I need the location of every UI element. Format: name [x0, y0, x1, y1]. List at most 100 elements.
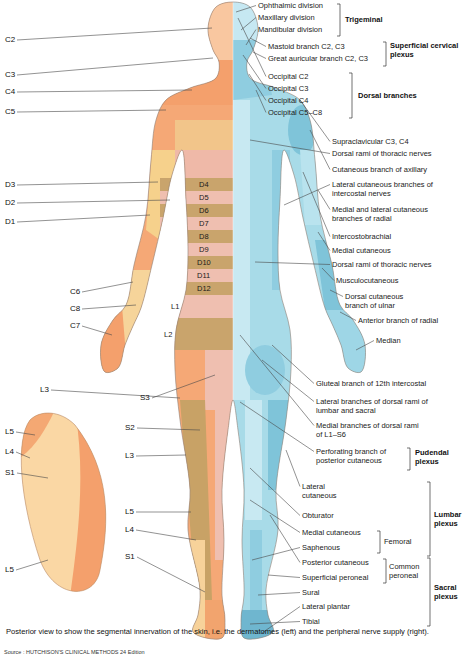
leader-line: [17, 110, 166, 112]
nerve-label: Occipital C2: [268, 72, 308, 81]
leader-line: [270, 515, 300, 563]
dermatome-zone: [160, 318, 233, 350]
dermatome-band-label: D5: [199, 193, 209, 202]
leader-line: [340, 312, 356, 321]
nerve-label: Posterior cutaneous: [302, 558, 369, 567]
dermatome-zone: [95, 306, 128, 380]
dermatome-band-label: D8: [199, 232, 209, 241]
leader-line: [310, 130, 330, 170]
leader-line: [240, 402, 314, 452]
dermatome-zone: [160, 217, 233, 230]
group-bracket: [383, 42, 386, 66]
dermatome-zone: [160, 243, 233, 256]
leader-line: [17, 28, 212, 40]
figure-caption: Posterior view to show the segmental inn…: [6, 627, 470, 636]
dermatome-zone: [160, 269, 233, 282]
leader-line: [17, 182, 158, 185]
segment-label: C4: [5, 87, 15, 96]
leader-line: [250, 38, 266, 47]
foot-medial-zone: [10, 410, 55, 465]
dermatome-zone: [160, 204, 233, 217]
segment-label: S1: [5, 468, 15, 477]
segment-label: C3: [5, 70, 15, 79]
segment-label: S1: [125, 552, 135, 561]
plexus-label: Trigeminal: [345, 15, 383, 24]
leader-line: [252, 548, 300, 561]
dermatome-zone: [160, 256, 233, 269]
nerve-zone: [245, 345, 285, 395]
nerve-label: Medial branches of dorsal rami of L1–S6: [316, 421, 426, 439]
leader-line: [250, 468, 300, 516]
nerve-label: Dorsal cutaneous branch of ulnar: [345, 292, 425, 310]
nerve-label: Medial and lateral cutaneous branches of…: [332, 205, 457, 223]
dermatome-band-label: D6: [199, 206, 209, 215]
leader-line: [256, 90, 266, 113]
segment-label: S3: [140, 393, 150, 402]
segment-label: C7: [70, 321, 80, 330]
segment-label: C5: [5, 107, 15, 116]
leader-line: [136, 455, 186, 456]
segment-label: L5: [5, 565, 14, 574]
nerve-label: Dorsal rami of thoracic nerves: [332, 149, 432, 158]
leader-line: [137, 428, 200, 430]
group-bracket: [407, 448, 410, 470]
segment-label: C6: [70, 287, 80, 296]
leader-line: [152, 375, 215, 398]
dermatome-band-label: L1: [171, 302, 179, 311]
plexus-label: Sacral plexus: [434, 583, 472, 601]
leader-line: [17, 200, 170, 203]
dermatome-zone: [0, 60, 233, 105]
nerve-zone: [268, 400, 300, 490]
leader-line: [318, 190, 330, 210]
leader-line: [272, 345, 314, 384]
nerve-label: Lateral cutaneous branches of intercosta…: [332, 180, 457, 198]
leader-line: [303, 172, 330, 237]
nerve-label: Sural: [302, 588, 320, 597]
leader-line: [136, 512, 191, 513]
segment-label: D1: [5, 217, 15, 226]
leader-group: [16, 6, 374, 634]
nerve-label: Tibial: [302, 617, 320, 626]
nerve-label: Great auricular branch C2, C3: [268, 54, 368, 63]
leader-line: [268, 575, 300, 578]
nerve-zone: [233, 100, 250, 400]
segment-label: S2: [125, 423, 135, 432]
nerve-label: Median: [376, 336, 401, 345]
dermatome-half: [0, 0, 233, 659]
dermatome-zone: [205, 600, 233, 645]
dermatome-band-label: D7: [199, 219, 209, 228]
group-bracket: [427, 482, 430, 556]
segment-label: C2: [5, 35, 15, 44]
dermatome-zone: [160, 230, 233, 243]
nerve-label: Occipital C4: [268, 96, 308, 105]
leader-line: [300, 100, 330, 142]
nerve-label: Lateral plantar: [302, 602, 350, 611]
dermatome-band-label: D9: [199, 245, 209, 254]
leader-line: [17, 58, 213, 75]
leader-line: [318, 232, 330, 251]
leader-line: [51, 390, 180, 398]
leader-line: [82, 282, 133, 292]
nerve-label: Cutaneous branch of axillary: [332, 165, 427, 174]
segment-label: D3: [5, 180, 15, 189]
nerve-label: Ophthalmic division: [258, 1, 323, 10]
nerve-label: Musculocutaneous: [336, 276, 399, 285]
dermatome-zone: [175, 150, 233, 178]
leader-line: [258, 593, 300, 596]
foot-lateral-zone: [68, 400, 130, 610]
nerve-supply-half: [233, 0, 474, 659]
plexus-label: Superficial cervical plexus: [390, 41, 470, 59]
leader-line: [16, 452, 30, 458]
leader-line: [255, 262, 330, 265]
dermatome-band-label: D11: [197, 271, 210, 280]
segment-label: L5: [125, 507, 134, 516]
group-bracket: [383, 559, 386, 583]
dermatome-band-label: D4: [199, 180, 209, 189]
nerve-label: Occipital C3: [268, 84, 308, 93]
leader-line: [137, 557, 205, 592]
leader-line: [250, 500, 300, 533]
nerve-label: Lateral branches of dorsal rami of lumba…: [316, 397, 446, 415]
nerve-label: Mastoid branch C2, C3: [268, 42, 345, 51]
dermatome-band-label: L2: [164, 330, 172, 339]
